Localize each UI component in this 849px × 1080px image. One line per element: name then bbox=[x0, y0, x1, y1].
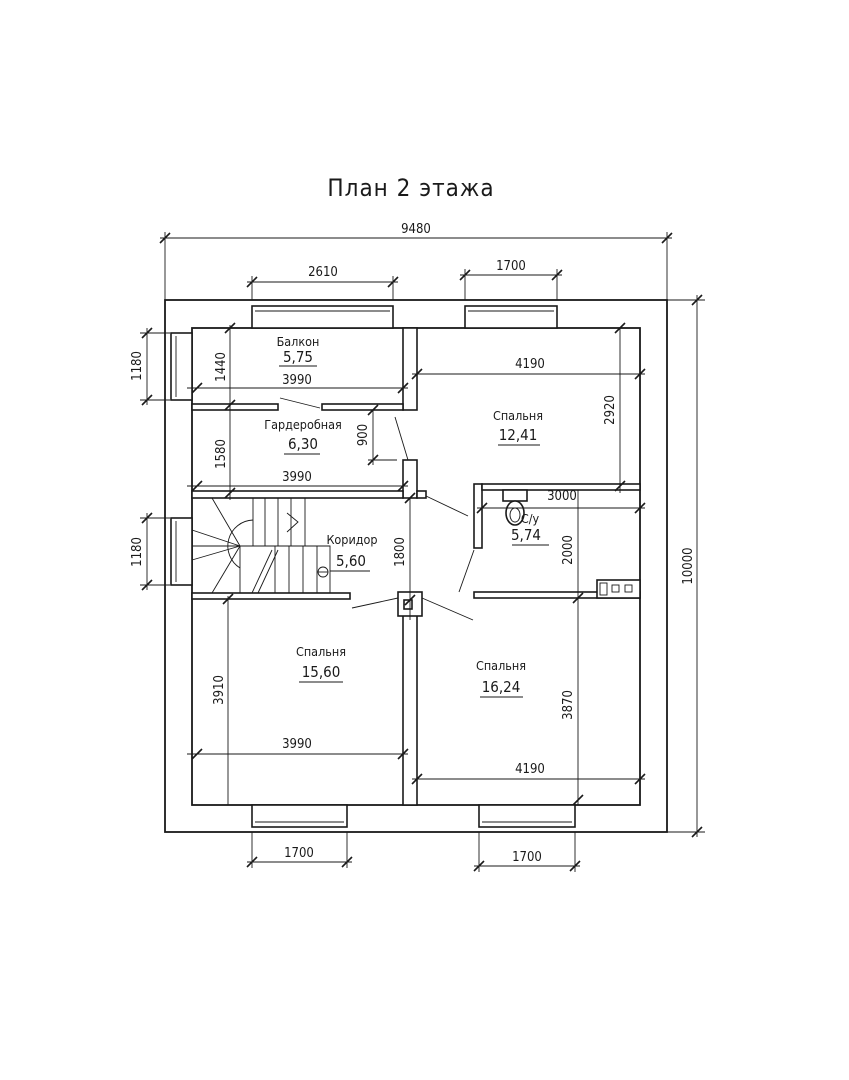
svg-text:10000: 10000 bbox=[681, 547, 696, 584]
room-label-balcony: Балкон 5,75 bbox=[277, 334, 320, 367]
window-bottom-right bbox=[478, 804, 576, 828]
svg-text:1700: 1700 bbox=[284, 846, 314, 861]
dimension-overall-height: 10000 bbox=[667, 294, 705, 838]
svg-text:6,30: 6,30 bbox=[288, 435, 318, 453]
bedroom-3-width: 4190 bbox=[515, 762, 545, 777]
window-top-right bbox=[464, 305, 558, 329]
balcony-width: 3990 bbox=[282, 373, 312, 388]
svg-text:1180: 1180 bbox=[130, 351, 145, 381]
stove-icon bbox=[596, 579, 641, 599]
bedroom-3-depth: 3870 bbox=[561, 690, 576, 720]
svg-text:5,60: 5,60 bbox=[336, 552, 366, 570]
svg-text:12,41: 12,41 bbox=[499, 426, 538, 444]
room-label-wardrobe: Гардеробная 6,30 bbox=[264, 417, 342, 455]
room-label-bathroom: С/у 5,74 bbox=[511, 511, 549, 546]
wardrobe-door: 900 bbox=[356, 424, 371, 446]
room-label-bedroom-1: Спальня 12,41 bbox=[493, 408, 543, 446]
svg-text:15,60: 15,60 bbox=[302, 663, 341, 681]
window-left-top bbox=[170, 332, 193, 401]
toilet-icon bbox=[502, 489, 528, 526]
dimension-window-top-right: 1700 bbox=[459, 259, 563, 300]
bathroom-width: 3000 bbox=[547, 489, 577, 504]
outer-slab-outline bbox=[164, 299, 668, 833]
svg-text:С/у: С/у bbox=[521, 511, 540, 526]
window-top-left bbox=[251, 305, 394, 329]
svg-text:9480: 9480 bbox=[401, 222, 431, 237]
bedroom-1-width: 4190 bbox=[515, 357, 545, 372]
windows bbox=[170, 305, 576, 828]
svg-text:Гардеробная: Гардеробная bbox=[264, 417, 342, 432]
svg-text:1700: 1700 bbox=[512, 850, 542, 865]
plan-title: План 2 этажа bbox=[327, 174, 494, 202]
room-label-bedroom-3: Спальня 16,24 bbox=[476, 658, 526, 698]
svg-text:Спальня: Спальня bbox=[493, 408, 543, 423]
dimension-window-bottom-right: 1700 bbox=[473, 832, 581, 872]
corridor-depth: 1800 bbox=[393, 537, 408, 567]
svg-text:1700: 1700 bbox=[496, 259, 526, 274]
dimension-window-left-top: 1180 bbox=[130, 327, 170, 406]
bedroom-2-width: 3990 bbox=[282, 737, 312, 752]
svg-text:1180: 1180 bbox=[130, 537, 145, 567]
svg-text:16,24: 16,24 bbox=[482, 678, 521, 696]
svg-text:5,75: 5,75 bbox=[283, 348, 313, 366]
room-label-bedroom-2: Спальня 15,60 bbox=[296, 644, 346, 683]
dimension-overall-width: 9480 bbox=[159, 222, 673, 300]
svg-text:5,74: 5,74 bbox=[511, 526, 541, 544]
wardrobe-depth: 1580 bbox=[214, 439, 229, 469]
dimension-window-bottom-left: 1700 bbox=[246, 832, 353, 868]
window-left-bottom bbox=[170, 517, 193, 586]
bedroom-1-depth: 2920 bbox=[603, 395, 618, 425]
svg-text:Коридор: Коридор bbox=[326, 532, 377, 547]
interior-walls bbox=[191, 327, 641, 806]
dimension-window-left-bottom: 1180 bbox=[130, 512, 170, 591]
bathroom-depth: 2000 bbox=[561, 535, 576, 565]
door-swings bbox=[279, 397, 475, 621]
staircase bbox=[191, 497, 331, 594]
window-bottom-left bbox=[251, 804, 348, 828]
svg-text:Балкон: Балкон bbox=[277, 334, 320, 349]
svg-text:Спальня: Спальня bbox=[476, 658, 526, 673]
wardrobe-width: 3990 bbox=[282, 470, 312, 485]
svg-text:Спальня: Спальня bbox=[296, 644, 346, 659]
interior-dimensions bbox=[187, 322, 646, 806]
svg-text:2610: 2610 bbox=[308, 265, 338, 280]
room-label-corridor: Коридор 5,60 bbox=[326, 532, 378, 572]
balcony-depth: 1440 bbox=[214, 352, 229, 382]
dimension-window-top-left: 2610 bbox=[246, 265, 399, 300]
bedroom-2-depth: 3910 bbox=[212, 675, 227, 705]
